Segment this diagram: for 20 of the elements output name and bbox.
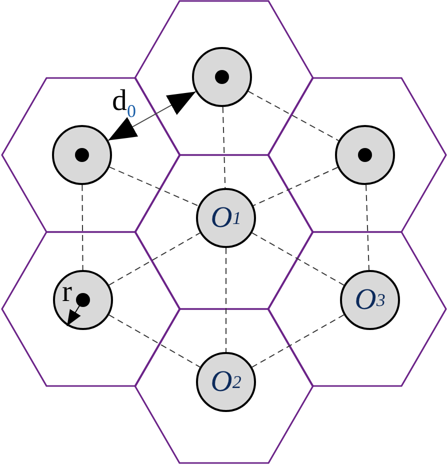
dashed-connector [82, 184, 84, 270]
dashed-connector [252, 314, 344, 368]
dashed-connector [366, 184, 370, 271]
edge-label: d$_{0}$ [112, 86, 136, 120]
hexagon-cell [2, 78, 180, 232]
hexagon-cell [135, 155, 313, 309]
hexagon-cell [268, 232, 446, 386]
dashed-connector [108, 166, 200, 206]
hexagon-cell [2, 232, 180, 386]
hexagon-cell [135, 309, 313, 463]
dashed-connector [252, 232, 344, 286]
dashed-connector [248, 90, 340, 142]
dashed-connector [252, 166, 338, 206]
hexagon-cell [268, 78, 446, 232]
distance-arrow [108, 91, 196, 141]
dashed-connector [108, 232, 200, 286]
dimension-label: r [62, 277, 72, 307]
dashed-connector [222, 106, 226, 188]
dashed-connector [108, 314, 200, 368]
hexagon-cell [135, 1, 313, 155]
